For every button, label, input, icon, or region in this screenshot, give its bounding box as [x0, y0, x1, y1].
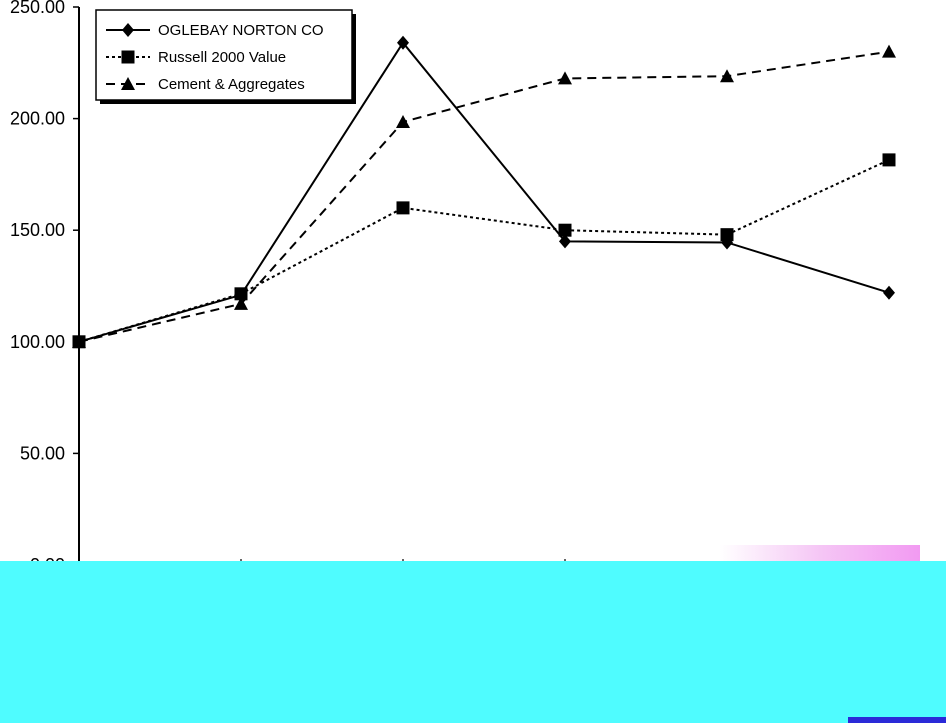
- data-point: [72, 334, 86, 348]
- legend-label: OGLEBAY NORTON CO: [158, 22, 324, 39]
- data-point: [558, 71, 572, 85]
- data-point: [396, 201, 410, 215]
- data-point: [882, 153, 896, 167]
- data-point: [883, 285, 895, 300]
- data-point: [397, 35, 409, 50]
- y-tick-label: 200.00: [10, 109, 65, 129]
- data-point: [559, 234, 571, 249]
- legend-label: Russell 2000 Value: [158, 49, 286, 66]
- data-point: [720, 69, 734, 83]
- data-point: [234, 287, 248, 301]
- y-tick-label: 100.00: [10, 332, 65, 352]
- series-line: [78, 50, 890, 343]
- data-point: [396, 114, 410, 128]
- legend-swatch-marker: [122, 23, 134, 37]
- cover-band: [0, 561, 946, 723]
- legend-swatch-marker: [121, 50, 135, 64]
- data-point: [882, 44, 896, 58]
- series-line: [78, 158, 890, 343]
- artifact-gradient-strip: [720, 545, 920, 561]
- series-square: [72, 153, 896, 349]
- data-point: [558, 223, 572, 237]
- y-tick-label: 150.00: [10, 220, 65, 240]
- data-point: [234, 296, 248, 310]
- data-point: [720, 228, 734, 242]
- y-tick-label: 50.00: [20, 443, 65, 463]
- series-lines: [72, 35, 896, 349]
- y-tick-label: 250.00: [10, 0, 65, 17]
- legend-label: Cement & Aggregates: [158, 76, 305, 93]
- series-triangle: [72, 44, 896, 348]
- legend: OGLEBAY NORTON CO Russell 2000 ValueCemen…: [95, 9, 356, 104]
- artifact-corner-bar: [848, 717, 946, 723]
- legend-swatch-marker: [121, 77, 135, 90]
